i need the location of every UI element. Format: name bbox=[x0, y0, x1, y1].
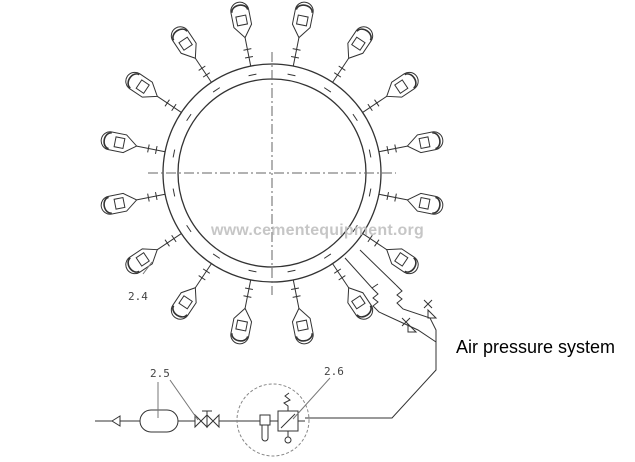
label-regulator: 2.6 bbox=[324, 365, 344, 378]
air-blaster-nozzle bbox=[100, 188, 176, 215]
air-blaster-nozzle bbox=[230, 1, 257, 77]
air-blaster-nozzle bbox=[368, 188, 444, 215]
air-blaster-nozzle bbox=[368, 131, 444, 158]
air-blaster-nozzle bbox=[125, 71, 192, 122]
label-tank-valve: 2.5 bbox=[150, 367, 170, 380]
air-blaster-nozzle bbox=[323, 253, 374, 320]
watermark: www.cementequipment.org bbox=[211, 222, 424, 239]
nozzle-group bbox=[100, 1, 444, 345]
leader-2-6 bbox=[292, 377, 331, 420]
air-blaster-nozzle bbox=[287, 1, 314, 77]
air-pressure-system-caption: Air pressure system bbox=[456, 337, 616, 357]
air-blaster-nozzle bbox=[287, 269, 314, 345]
air-blaster-nozzle bbox=[230, 269, 257, 345]
air-blaster-nozzle bbox=[125, 224, 192, 275]
pipe-branches bbox=[344, 249, 438, 355]
ring-main bbox=[148, 52, 396, 295]
air-blaster-nozzle bbox=[323, 26, 374, 93]
leader-2-4 bbox=[142, 261, 153, 275]
supply-line bbox=[95, 261, 437, 457]
air-blaster-nozzle bbox=[352, 71, 419, 122]
silencer-icon bbox=[111, 415, 121, 427]
label-nozzle: 2.4 bbox=[128, 290, 148, 303]
detail-circle bbox=[236, 383, 310, 457]
filter-icon bbox=[259, 414, 271, 426]
air-blaster-nozzle bbox=[170, 253, 221, 320]
air-tank-icon bbox=[139, 409, 179, 433]
air-blaster-nozzle bbox=[100, 131, 176, 158]
air-blaster-nozzle bbox=[352, 224, 419, 275]
air-blaster-nozzle bbox=[170, 26, 221, 93]
